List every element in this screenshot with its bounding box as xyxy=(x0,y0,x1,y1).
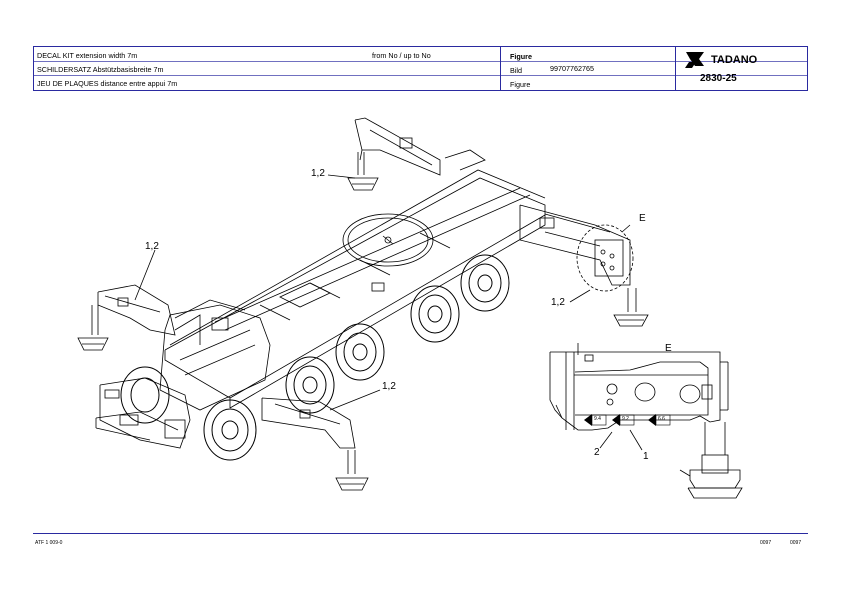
footer-page: 0097 xyxy=(760,540,772,546)
decal-code: 9.4 xyxy=(594,416,601,422)
footer-code: ATF 1 009-0 xyxy=(35,540,63,546)
detail-marker: E xyxy=(639,213,646,224)
figure-label: Figure xyxy=(510,80,531,89)
item-number: 2 xyxy=(594,447,600,458)
decal-code: 9.2 xyxy=(622,416,629,422)
callout-label: 1,2 xyxy=(311,168,325,179)
title-en: DECAL KIT extension width 7m xyxy=(37,51,138,60)
title-block-divider xyxy=(675,47,676,90)
title-block-divider xyxy=(500,47,501,90)
part-number: 99707762765 xyxy=(550,64,594,73)
figure-label: Figure xyxy=(510,52,532,61)
footer-rule xyxy=(33,533,808,534)
item-number: 1 xyxy=(643,451,649,462)
decal-code: 6.6 xyxy=(658,416,665,422)
title-de: SCHILDERSATZ Abstützbasisbreite 7m xyxy=(37,65,164,74)
title-block xyxy=(33,46,808,91)
title-fr: JEU DE PLAQUES distance entre appui 7m xyxy=(37,79,178,88)
brand-name: TADANO xyxy=(711,54,758,66)
title-block-divider xyxy=(34,75,807,76)
callout-label: 1,2 xyxy=(551,297,565,308)
detail-title: E xyxy=(665,343,672,354)
callout-label: 1,2 xyxy=(382,381,396,392)
footer-page: 0097 xyxy=(790,540,802,546)
model-number: 2830-25 xyxy=(700,73,737,84)
title-block-divider xyxy=(34,61,807,62)
range-label: from No / up to No xyxy=(372,51,431,60)
figure-label: Bild xyxy=(510,66,522,75)
callout-label: 1,2 xyxy=(145,241,159,252)
